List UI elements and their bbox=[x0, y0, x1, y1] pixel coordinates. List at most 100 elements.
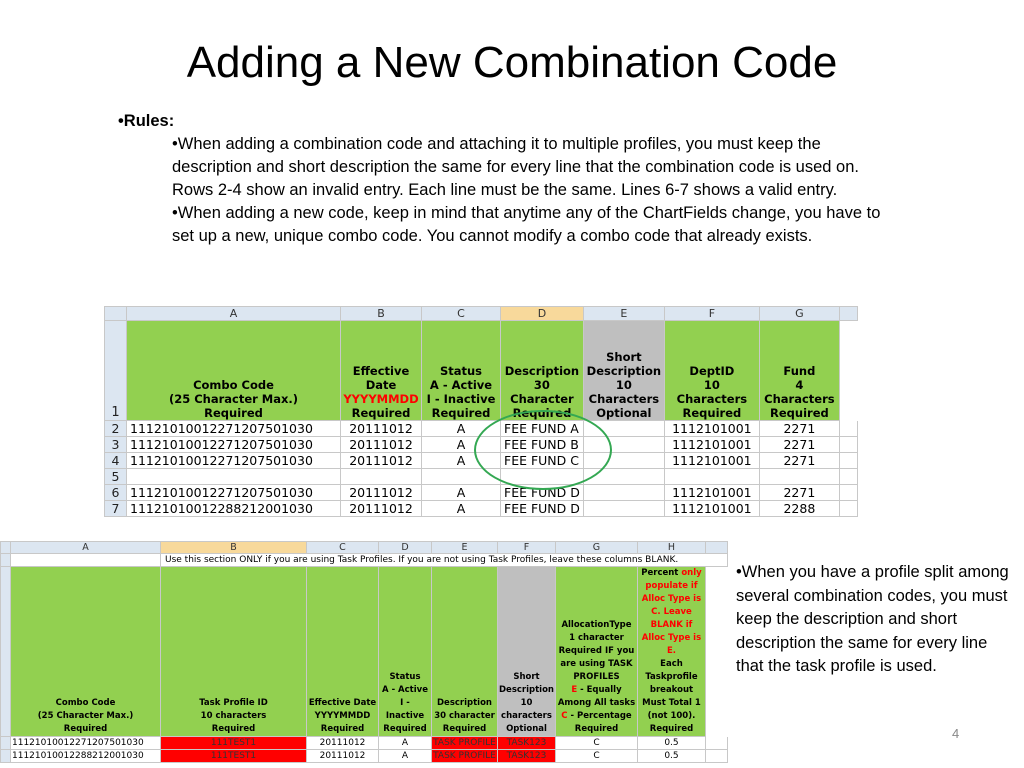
column-header-d[interactable]: D bbox=[378, 541, 432, 554]
cell-status[interactable]: A bbox=[378, 736, 432, 750]
cell-description[interactable]: FEE FUND B bbox=[500, 436, 584, 453]
column-header-h[interactable]: H bbox=[636, 541, 706, 554]
empty-cell[interactable] bbox=[838, 484, 858, 501]
empty-cell[interactable] bbox=[704, 736, 728, 750]
row-number[interactable]: 5 bbox=[104, 468, 127, 485]
column-header-e[interactable]: E bbox=[431, 541, 498, 554]
cell-percent[interactable]: 0.5 bbox=[636, 736, 706, 750]
cell-combo-code[interactable]: 11121010012271207501030 bbox=[126, 436, 341, 453]
cell-status[interactable]: A bbox=[421, 436, 501, 453]
cell-description[interactable]: FEE FUND D bbox=[500, 484, 584, 501]
cell-fund[interactable]: 2288 bbox=[758, 500, 840, 517]
header-fund[interactable]: Fund 4 Characters Required bbox=[758, 320, 840, 421]
header-effective-date[interactable]: Effective Date YYYYMMDD Required bbox=[306, 566, 379, 737]
cell-status[interactable]: A bbox=[421, 420, 501, 437]
cell-combo-code[interactable]: 11121010012271207501030 bbox=[126, 452, 341, 469]
cell-deptid[interactable]: 1112101001 bbox=[663, 420, 760, 437]
cell-deptid[interactable]: 1112101001 bbox=[663, 484, 760, 501]
cell-short-description[interactable]: TASK123 bbox=[497, 749, 556, 763]
empty-cell[interactable] bbox=[838, 420, 858, 437]
column-header-i[interactable] bbox=[704, 541, 728, 554]
cell-effective-date[interactable]: 20111012 bbox=[306, 749, 379, 763]
row-number[interactable]: 2 bbox=[104, 420, 127, 437]
cell-description[interactable]: FEE FUND C bbox=[500, 452, 584, 469]
column-header-a[interactable]: A bbox=[10, 541, 161, 554]
cell-short-description[interactable] bbox=[582, 420, 665, 437]
cell-status[interactable]: A bbox=[421, 500, 501, 517]
header-description[interactable]: Description 30 Character Required bbox=[500, 320, 584, 421]
cell-fund[interactable] bbox=[758, 468, 840, 485]
cell-description[interactable]: TASK PROFILE bbox=[431, 736, 498, 750]
cell-fund[interactable]: 2271 bbox=[758, 452, 840, 469]
cell-short-description[interactable]: TASK123 bbox=[497, 736, 556, 750]
cell-short-description[interactable] bbox=[582, 484, 665, 501]
cell-combo-code[interactable]: 11121010012288212001030 bbox=[10, 749, 161, 763]
row-number[interactable]: 7 bbox=[104, 500, 127, 517]
cell-short-description[interactable] bbox=[582, 436, 665, 453]
cell-deptid[interactable]: 1112101001 bbox=[663, 436, 760, 453]
header-description[interactable]: Description 30 character Required bbox=[431, 566, 498, 737]
select-all-corner[interactable] bbox=[104, 306, 127, 321]
cell-combo-code[interactable] bbox=[126, 468, 341, 485]
empty-cell[interactable] bbox=[838, 500, 858, 517]
cell-fund[interactable]: 2271 bbox=[758, 436, 840, 453]
cell-description[interactable]: FEE FUND D bbox=[500, 500, 584, 517]
empty-cell[interactable] bbox=[838, 452, 858, 469]
cell-status[interactable]: A bbox=[378, 749, 432, 763]
cell-task-profile-id[interactable]: 111TEST1 bbox=[160, 749, 307, 763]
cell-allocation-type[interactable]: C bbox=[554, 736, 638, 750]
cell-combo-code[interactable]: 11121010012288212001030 bbox=[126, 500, 341, 517]
cell-fund[interactable]: 2271 bbox=[758, 484, 840, 501]
cell-deptid[interactable]: 1112101001 bbox=[663, 500, 760, 517]
cell-short-description[interactable] bbox=[582, 452, 665, 469]
cell-short-description[interactable] bbox=[582, 468, 665, 485]
header-combo-code[interactable]: Combo Code (25 Character Max.) Required bbox=[126, 320, 341, 421]
cell-status[interactable]: A bbox=[421, 452, 501, 469]
empty-cell[interactable] bbox=[704, 566, 728, 737]
row-number[interactable]: 4 bbox=[104, 452, 127, 469]
column-header-a[interactable]: A bbox=[126, 306, 341, 321]
header-status[interactable]: Status A - Active I - Inactive Required bbox=[421, 320, 501, 421]
cell-deptid[interactable] bbox=[663, 468, 760, 485]
cell-effective-date[interactable]: 20111012 bbox=[340, 452, 422, 469]
row-number[interactable] bbox=[0, 566, 11, 737]
cell-status[interactable]: A bbox=[421, 484, 501, 501]
header-deptid[interactable]: DeptID 10 Characters Required bbox=[663, 320, 760, 421]
cell-effective-date[interactable]: 20111012 bbox=[340, 420, 422, 437]
row-number[interactable] bbox=[0, 749, 11, 763]
header-effective-date[interactable]: Effective Date YYYYMMDD Required bbox=[340, 320, 422, 421]
cell-percent[interactable]: 0.5 bbox=[636, 749, 706, 763]
row-number[interactable]: 1 bbox=[104, 320, 127, 421]
cell-combo-code[interactable]: 11121010012271207501030 bbox=[126, 420, 341, 437]
header-short-description[interactable]: Short Description 10 Characters Optional bbox=[582, 320, 665, 421]
cell-deptid[interactable]: 1112101001 bbox=[663, 452, 760, 469]
row-number[interactable]: 3 bbox=[104, 436, 127, 453]
column-header-c[interactable]: C bbox=[421, 306, 501, 321]
empty-cell[interactable] bbox=[704, 749, 728, 763]
cell-effective-date[interactable]: 20111012 bbox=[340, 436, 422, 453]
column-header-b[interactable]: B bbox=[340, 306, 422, 321]
header-short-description[interactable]: Short Description 10 characters Optional bbox=[497, 566, 556, 737]
header-combo-code[interactable]: Combo Code (25 Character Max.) Required bbox=[10, 566, 161, 737]
column-header-h[interactable] bbox=[838, 306, 858, 321]
cell-effective-date[interactable] bbox=[340, 468, 422, 485]
cell-fund[interactable]: 2271 bbox=[758, 420, 840, 437]
column-header-b[interactable]: B bbox=[160, 541, 307, 554]
cell-description[interactable] bbox=[500, 468, 584, 485]
column-header-e[interactable]: E bbox=[582, 306, 665, 321]
row-number[interactable] bbox=[0, 553, 11, 567]
row-number[interactable] bbox=[0, 736, 11, 750]
column-header-g[interactable]: G bbox=[758, 306, 840, 321]
cell-status[interactable] bbox=[421, 468, 501, 485]
empty-cell[interactable] bbox=[838, 320, 858, 421]
empty-cell[interactable] bbox=[838, 436, 858, 453]
cell-allocation-type[interactable]: C bbox=[554, 749, 638, 763]
cell-description[interactable]: FEE FUND A bbox=[500, 420, 584, 437]
header-percent[interactable]: Percent only populate if Alloc Type is C… bbox=[636, 566, 706, 737]
column-header-g[interactable]: G bbox=[554, 541, 638, 554]
header-task-profile-id[interactable]: Task Profile ID 10 characters Required bbox=[160, 566, 307, 737]
column-header-d[interactable]: D bbox=[500, 306, 584, 321]
cell-effective-date[interactable]: 20111012 bbox=[340, 484, 422, 501]
header-status[interactable]: Status A - Active I - Inactive Required bbox=[378, 566, 432, 737]
cell-effective-date[interactable]: 20111012 bbox=[340, 500, 422, 517]
